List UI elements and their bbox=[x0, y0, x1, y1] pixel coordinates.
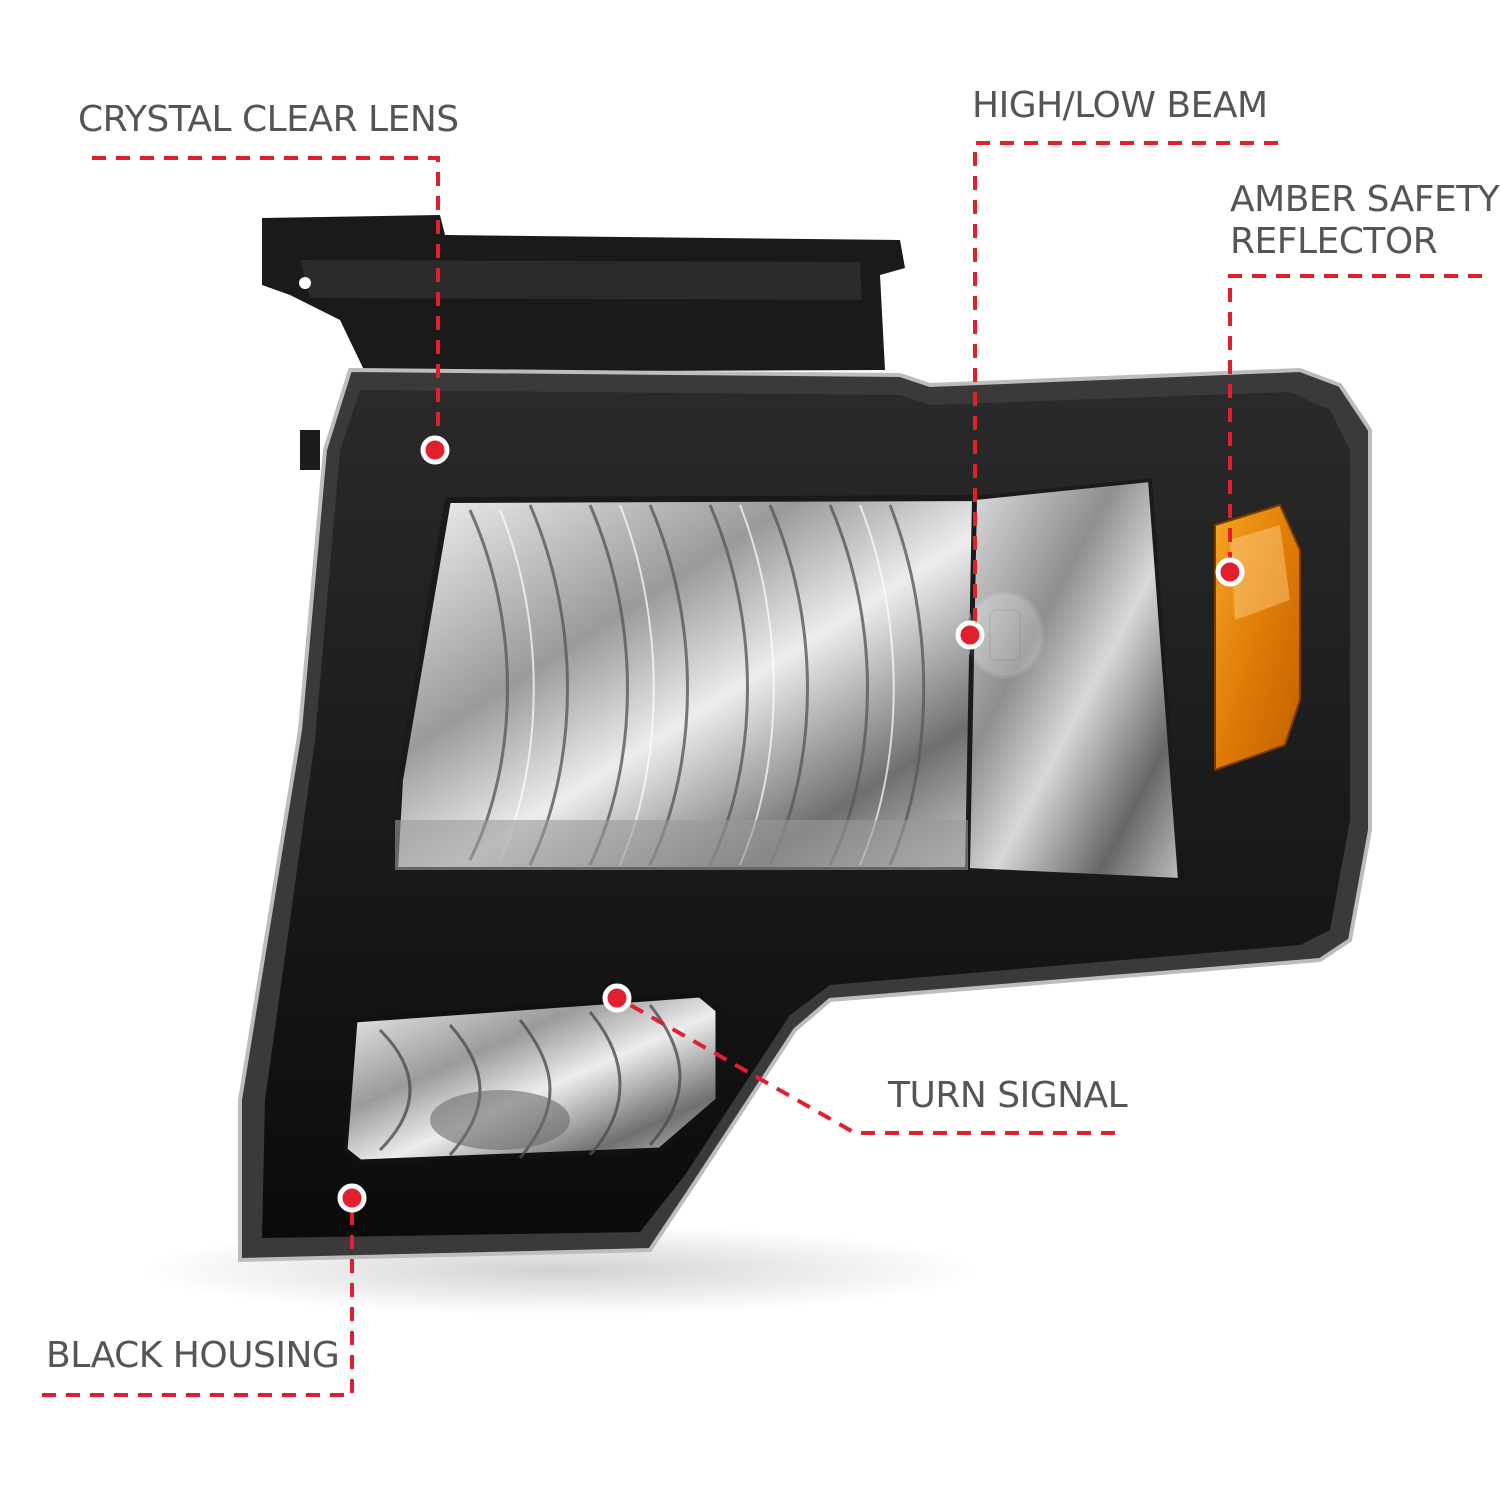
label-turn-signal: TURN SIGNAL bbox=[888, 1075, 1128, 1116]
label-high-low-beam: HIGH/LOW BEAM bbox=[972, 85, 1268, 126]
dot-amber-reflector bbox=[1215, 557, 1245, 587]
label-amber-safety-reflector-line1: AMBER SAFETY bbox=[1230, 179, 1500, 220]
label-amber-safety-reflector-line2: REFLECTOR bbox=[1230, 221, 1438, 262]
label-crystal-clear-lens: CRYSTAL CLEAR LENS bbox=[78, 99, 459, 140]
callout-line-turn-signal bbox=[617, 996, 1115, 1135]
callout-line-crystal-clear-lens bbox=[92, 156, 440, 448]
label-black-housing: BLACK HOUSING bbox=[46, 1335, 340, 1376]
dot-turn-signal bbox=[602, 983, 632, 1013]
callout-line-black-housing bbox=[42, 1198, 354, 1397]
dot-high-low-beam bbox=[955, 620, 985, 650]
callout-lines bbox=[42, 141, 1482, 1397]
dot-black-housing bbox=[337, 1183, 367, 1213]
dot-crystal-clear-lens bbox=[420, 435, 450, 465]
mounting-bracket bbox=[262, 215, 905, 470]
callout-dots bbox=[337, 435, 1245, 1213]
turn-signal-reflector bbox=[342, 992, 721, 1165]
main-reflector bbox=[391, 477, 1183, 883]
callout-line-high-low-beam bbox=[973, 141, 1278, 632]
callout-line-amber-reflector bbox=[1228, 274, 1482, 570]
